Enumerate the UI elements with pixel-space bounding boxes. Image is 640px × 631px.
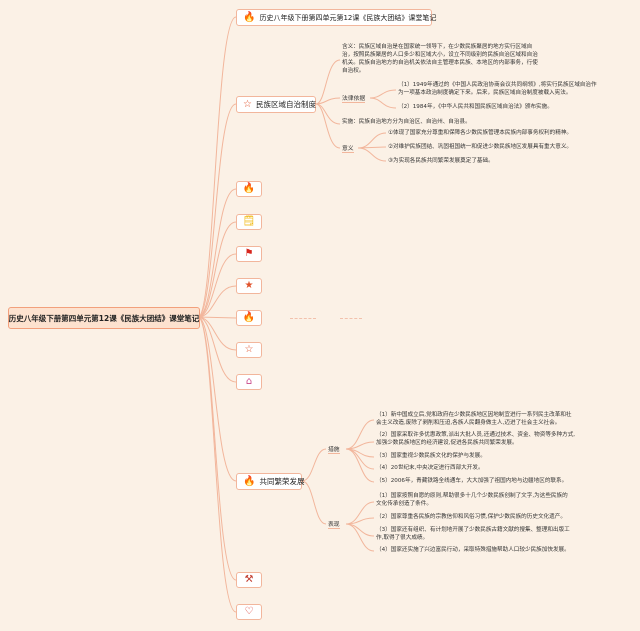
- legal-to-item1: [369, 89, 397, 99]
- branch-line-title: [197, 16, 237, 318]
- collapsed-node-7[interactable]: ⌂: [236, 374, 262, 390]
- branch-line-6: [197, 316, 237, 351]
- regional-autonomy-node[interactable]: ☆ 民族区域自治制度: [236, 96, 316, 113]
- performance-item-line: （4）国家还实施了兴边富民行动，采取特殊措施帮助人口较少民族加快发展。: [376, 547, 570, 553]
- measures-item-line: （4）20世纪末,中央决定进行西部大开发。: [376, 465, 484, 471]
- significance-item: ②对维护民族团结、巩固祖国统一和促进少数民族地区发展具有重大意义。: [388, 144, 573, 150]
- branch-line-4: [197, 285, 237, 318]
- branch-line-8: [197, 316, 237, 581]
- fire-icon: 🔥: [243, 11, 256, 23]
- branch-line-5: [197, 316, 237, 319]
- significance-item: ①体现了国家充分尊重和保障各少数民族管理本民族内部事务权利的精神。: [388, 130, 573, 136]
- measures-item-line: 会主义改造,废除了剥削和压迫,各族人民翻身做主人,迈进了社会主义社会。: [376, 420, 561, 426]
- measures-item-line: （1）新中国成立后,党和政府在少数民族地区因地制宜进行一系列民主改革和社: [376, 412, 572, 418]
- common-prosperity-node[interactable]: 🔥 共同繁荣发展: [236, 473, 305, 490]
- root-node[interactable]: 历史八年级下册第四单元第12课《民族大团结》课堂笔记: [8, 307, 200, 329]
- measures-to-5: [345, 448, 375, 483]
- significance-label: 意义: [342, 143, 354, 153]
- root-label: 历史八年级下册第四单元第12课《民族大团结》课堂笔记: [8, 313, 200, 323]
- meaning-line: 含义：民族区域自治是在国家统一领导下，在少数民族聚居的地方实行区域自: [342, 44, 533, 50]
- legal-basis-item2: （2）1984年，《中华人民共和国民族区域自治法》颁布实施。: [398, 104, 553, 110]
- significance-item: ③为实现各民族共同繁荣发展奠定了基础。: [388, 158, 494, 164]
- collapsed-node-6[interactable]: ☆: [236, 342, 262, 358]
- measures-item-line: （5）2006年，青藏铁路全线通车，大大加强了祖国内地与边疆地区的联系。: [376, 478, 568, 484]
- performance-item-line: （3）国家还有组织、有计划地开展了少数民族古籍文献的搜集、整理和出版工: [376, 527, 570, 533]
- measures-label: 措施: [328, 444, 340, 454]
- heart-icon: ♡: [244, 606, 254, 617]
- branch-line-7: [197, 316, 237, 383]
- title-node[interactable]: 🔥 历史八年级下册第四单元第12课《民族大团结》课堂笔记: [236, 9, 436, 26]
- measures-item-line: （3）国家重视少数民族文化的保护与发展。: [376, 453, 486, 459]
- meaning-line: 自治权。: [342, 68, 365, 74]
- legal-basis-item1-line: （1）1949年通过的《中国人民政治协商会议共同纲领》,将实行民族区域自治作: [398, 82, 597, 88]
- prosperity-to-performance: [301, 480, 327, 525]
- significance-to-3: [357, 147, 387, 162]
- note-icon: 🗒: [242, 216, 256, 227]
- autonomy-to-significance: [315, 103, 341, 149]
- performance-to-4: [345, 523, 375, 552]
- title-node-label: 历史八年级下册第四单元第12课《民族大团结》课堂笔记: [259, 13, 437, 22]
- meaning-line: 治，按照民族聚居的人口多少和区域大小，设立不同级别的民族自治区域和自治: [342, 52, 538, 58]
- collapsed-node-2[interactable]: 🗒: [236, 214, 262, 230]
- common-prosperity-label: 共同繁荣发展: [259, 477, 305, 486]
- branch-line-2: [197, 221, 237, 318]
- performance-label: 表现: [328, 519, 340, 529]
- fire-icon: 🔥: [243, 475, 256, 487]
- star-outline-icon: ☆: [244, 344, 254, 355]
- collapsed-node-4[interactable]: ★: [236, 278, 262, 294]
- branch-line-9: [197, 316, 237, 613]
- collapsed-node-1[interactable]: 🔥: [236, 181, 262, 197]
- collapsed-node-8[interactable]: ⚒: [236, 572, 262, 588]
- significance-to-1: [357, 132, 387, 149]
- performance-item-line: （1）国家按照自愿的原则,帮助很多十几个少数民族创制了文字,为这些民族的: [376, 493, 568, 499]
- implementation-text: 实施：民族自治地方分为自治区、自治州、自治县。: [342, 119, 471, 125]
- ghost-line: [290, 318, 316, 319]
- ghost-line: [340, 318, 362, 319]
- star-outline-icon: ☆: [243, 98, 252, 110]
- meaning-line: 机关。民族自治地方的自治机关依法自主管理本民族、本地区的内部事务，行使: [342, 60, 538, 66]
- prosperity-to-measures: [301, 448, 327, 482]
- fire-icon: 🔥: [242, 312, 256, 323]
- legal-basis-label: 法律依据: [342, 93, 366, 103]
- significance-to-2: [357, 146, 387, 149]
- branch-line-prosperity: [197, 316, 237, 482]
- measures-to-1: [345, 419, 375, 450]
- performance-item-line: （2）国家尊重各民族的宗教信仰和风俗习惯,保护少数民族的历史文化遗产。: [376, 514, 566, 520]
- legal-basis-item1-line: 为一项基本政治制度确定下来。后来，民族区域自治制度被载入宪法。: [398, 90, 572, 96]
- collapsed-node-9[interactable]: ♡: [236, 604, 262, 620]
- tool-icon: ⚒: [244, 574, 254, 585]
- branch-line-autonomy: [197, 103, 237, 318]
- autonomy-to-legal: [315, 97, 341, 105]
- measures-item-line: 加强少数民族地区的经济建设,促进各民族共同繁荣发展。: [376, 440, 518, 446]
- fire-icon: 🔥: [242, 183, 256, 194]
- performance-to-3: [345, 523, 375, 537]
- home-icon: ⌂: [245, 376, 253, 387]
- performance-item-line: 作,取得了很大成绩。: [376, 535, 429, 541]
- performance-item-line: 文化传承创造了条件。: [376, 501, 432, 507]
- regional-autonomy-label: 民族区域自治制度: [255, 100, 316, 109]
- branch-line-3: [197, 253, 237, 318]
- legal-to-item2: [369, 97, 397, 109]
- autonomy-to-meaning: [315, 59, 341, 105]
- collapsed-node-3[interactable]: ⚑: [236, 246, 262, 262]
- branch-line-1: [197, 188, 237, 318]
- flag-icon: ⚑: [244, 248, 254, 259]
- measures-item-line: （2）国家采取许多优惠政策,派出大批人员,还通过技术、资金、物资等多种方式,: [376, 432, 576, 438]
- star-icon: ★: [244, 280, 254, 291]
- collapsed-node-5[interactable]: 🔥: [236, 310, 262, 326]
